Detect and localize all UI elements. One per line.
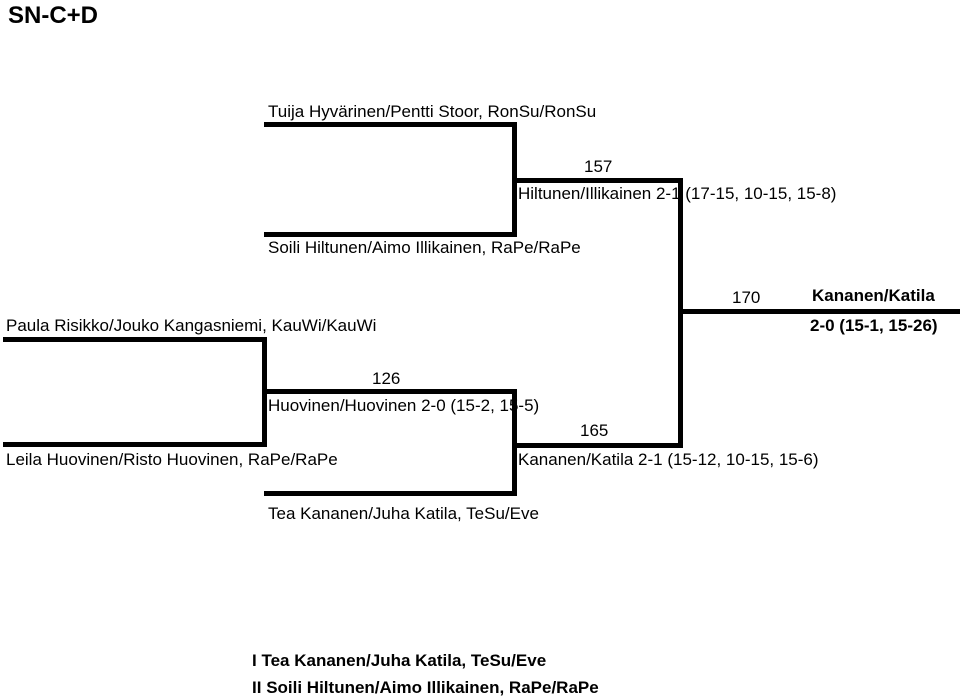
standing-first-place: I Tea Kananen/Juha Katila, TeSu/Eve — [252, 651, 546, 671]
bracket-line — [678, 309, 960, 314]
placement-name: Tea Kananen/Juha Katila, TeSu/Eve — [261, 651, 547, 670]
placement-name: Soili Hiltunen/Aimo Illikainen, RaPe/RaP… — [266, 678, 599, 697]
player-pair-huovinen-huovinen: Leila Huovinen/Risto Huovinen, RaPe/RaPe — [6, 450, 338, 469]
bracket-line — [3, 442, 267, 447]
final-score: 2-0 (15-1, 15-26) — [810, 316, 938, 335]
page-title: SN-C+D — [8, 2, 99, 29]
match-170-number: 170 — [732, 288, 761, 307]
bracket-line — [512, 389, 517, 496]
bracket-line — [262, 389, 517, 394]
player-pair-risikko-kangasniemi: Paula Risikko/Jouko Kangasniemi, KauWi/K… — [6, 316, 377, 335]
bracket-line — [264, 122, 517, 127]
bracket-line — [3, 337, 267, 342]
match-157-number: 157 — [584, 157, 613, 176]
bracket-line — [512, 178, 683, 183]
placement-label: I — [252, 651, 257, 670]
bracket-line — [512, 443, 683, 448]
player-pair-hiltunen-illikainen: Soili Hiltunen/Aimo Illikainen, RaPe/RaP… — [268, 238, 581, 257]
match-126-number: 126 — [372, 369, 401, 388]
match-165-result: Kananen/Katila 2-1 (15-12, 10-15, 15-6) — [518, 450, 819, 469]
bracket-line — [264, 491, 517, 496]
placement-label: II — [252, 678, 262, 697]
final-winner: Kananen/Katila — [812, 286, 935, 305]
bracket-line — [264, 232, 517, 237]
match-126-result: Huovinen/Huovinen 2-0 (15-2, 15-5) — [268, 396, 540, 415]
player-pair-hyvarinen-stoor: Tuija Hyvärinen/Pentti Stoor, RonSu/RonS… — [268, 102, 597, 121]
standing-second-place: II Soili Hiltunen/Aimo Illikainen, RaPe/… — [252, 678, 599, 698]
match-157-result: Hiltunen/Illikainen 2-1 (17-15, 10-15, 1… — [518, 184, 837, 203]
match-165-number: 165 — [580, 421, 609, 440]
player-pair-kananen-katila: Tea Kananen/Juha Katila, TeSu/Eve — [268, 504, 539, 523]
